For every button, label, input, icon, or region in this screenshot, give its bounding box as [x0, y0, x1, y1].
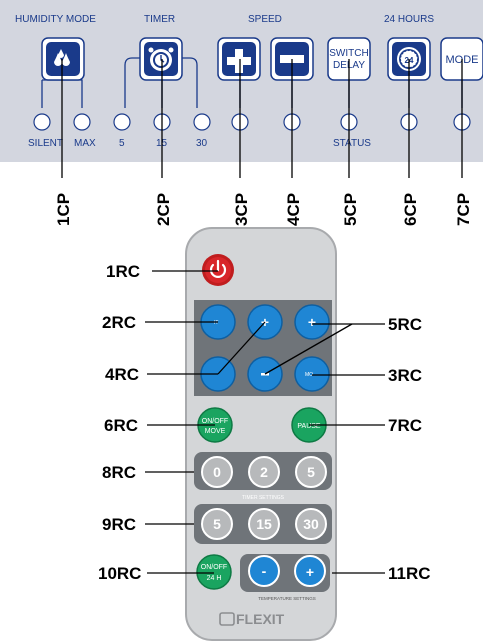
- timer-button[interactable]: [139, 37, 183, 81]
- callout-5rc: 5RC: [388, 315, 422, 334]
- remote-button-timer-2[interactable]: 2: [248, 456, 280, 488]
- remote-button-mode[interactable]: MO: [294, 356, 330, 392]
- led-label-silent: SILENT: [28, 138, 63, 149]
- onoff24-label-1: ON/OFF: [201, 564, 227, 571]
- led-label-5: 5: [119, 138, 125, 149]
- callout-6rc: 6RC: [104, 416, 138, 435]
- humidity-mini-label: IT: [214, 320, 218, 326]
- led-timer-5: [113, 113, 131, 131]
- callout-3rc: 3RC: [388, 366, 422, 385]
- water-drops-icon: [54, 49, 70, 66]
- callout-2cp: 2CP: [154, 193, 173, 226]
- power-button[interactable]: [202, 254, 234, 286]
- temperature-settings-label: TEMPERATURE SETTINGS: [258, 596, 315, 601]
- pause-label: PAUSE: [297, 423, 321, 430]
- led-max: [73, 113, 91, 131]
- plus-icon: +: [308, 314, 316, 330]
- remote-button-up[interactable]: +: [294, 304, 330, 340]
- callout-7rc: 7RC: [388, 416, 422, 435]
- remote-button-15[interactable]: 15: [248, 508, 280, 540]
- timer-settings-label: TIMER SETTINGS: [242, 495, 285, 501]
- cp-pointer-lines: [61, 59, 463, 178]
- onoff-move-label-2: MOVE: [205, 428, 226, 435]
- callout-8rc: 8RC: [102, 463, 136, 482]
- remote-button-timer-0[interactable]: 0: [201, 456, 233, 488]
- remote-button-onoff-24h[interactable]: ON/OFF 24 H: [196, 554, 232, 590]
- 24-hours-header: 24 HOURS: [384, 14, 434, 25]
- switch-label: SWITCH: [329, 48, 368, 59]
- plus-icon: +: [306, 564, 314, 580]
- row2-15-label: 15: [256, 516, 272, 532]
- row2-5-label: 5: [213, 516, 221, 532]
- callout-4cp: 4CP: [284, 193, 303, 226]
- callout-11rc: 11RC: [388, 564, 431, 583]
- callout-2rc: 2RC: [102, 313, 136, 332]
- brand-text: FLEXIT: [236, 611, 285, 627]
- humidity-mode-button[interactable]: [41, 37, 85, 81]
- led-timer-30: [193, 113, 211, 131]
- onoff24-label-2: 24 H: [207, 575, 222, 582]
- led-label-30: 30: [196, 138, 208, 149]
- timer-2-label: 2: [260, 464, 268, 480]
- speed-header: SPEED: [248, 14, 282, 25]
- rc-pointer-lines: [145, 270, 385, 574]
- remote-button-5[interactable]: 5: [201, 508, 233, 540]
- minus-icon: [261, 373, 269, 376]
- callout-7cp: 7CP: [454, 193, 473, 226]
- control-panel: [0, 0, 483, 162]
- callout-3cp: 3CP: [232, 193, 251, 226]
- timer-5-label: 5: [307, 464, 315, 480]
- led-label-status: STATUS: [333, 138, 371, 149]
- alarm-clock-icon: [148, 47, 174, 71]
- callout-1rc: 1RC: [106, 262, 140, 281]
- power-icon: [209, 263, 227, 278]
- led-silent: [33, 113, 51, 131]
- callout-1cp: 1CP: [54, 193, 73, 226]
- callout-9rc: 9RC: [102, 515, 136, 534]
- remote-button-timer-5[interactable]: 5: [295, 456, 327, 488]
- onoff-move-label-1: ON/OFF: [202, 418, 228, 425]
- timer-0-label: 0: [213, 464, 221, 480]
- flexit-logo: FLEXIT: [219, 611, 285, 627]
- callout-5cp: 5CP: [341, 193, 360, 226]
- humidity-mode-header: HUMIDITY MODE: [15, 14, 96, 25]
- speed-plus-button[interactable]: [217, 37, 261, 81]
- timer-header: TIMER: [144, 14, 175, 25]
- led-label-max: MAX: [74, 138, 96, 149]
- remote-button-30[interactable]: 30: [295, 508, 327, 540]
- callout-4rc: 4RC: [105, 365, 139, 384]
- remote-button-temp-minus[interactable]: -: [248, 555, 280, 587]
- remote-button-temp-plus[interactable]: +: [294, 555, 326, 587]
- rc-callouts: 1RC 2RC 3RC 4RC 5RC 6RC 7RC 8RC 9RC 10RC…: [98, 262, 431, 583]
- minus-icon: -: [262, 563, 267, 579]
- plus-icon: [227, 49, 251, 73]
- callout-10rc: 10RC: [98, 564, 141, 583]
- mode-mini-label: MO: [305, 372, 313, 378]
- callout-6cp: 6CP: [401, 193, 420, 226]
- row2-30-label: 30: [303, 516, 319, 532]
